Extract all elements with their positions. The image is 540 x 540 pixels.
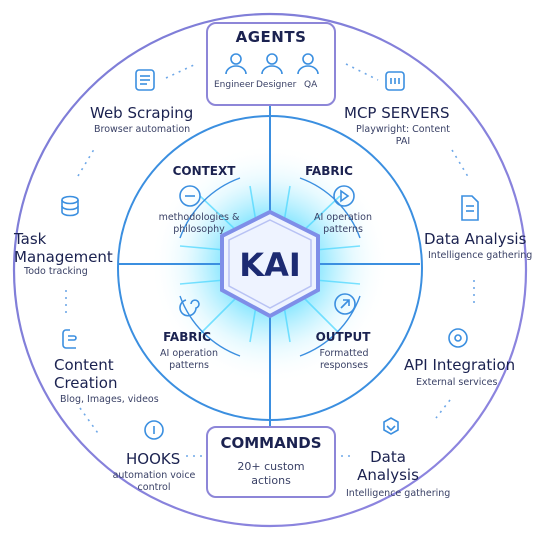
document-icon bbox=[461, 195, 479, 221]
fabric-top-title: FABRIC bbox=[305, 164, 353, 178]
content-creation-desc: Blog, Images, videos bbox=[60, 394, 159, 405]
spiral-icon bbox=[179, 299, 200, 317]
output-title: OUTPUT bbox=[315, 330, 371, 344]
agents-box[interactable]: AGENTS Engineer Designer QA bbox=[206, 22, 336, 106]
commands-box[interactable]: COMMANDS 20+ custom actions bbox=[206, 426, 336, 498]
outer-ring bbox=[12, 12, 528, 528]
dotted-connectors bbox=[65, 63, 475, 457]
arc-top-left bbox=[179, 177, 241, 239]
context-title: CONTEXT bbox=[172, 164, 236, 178]
arc-bottom-right bbox=[299, 295, 361, 357]
agent-user-icon bbox=[225, 53, 247, 75]
database-icon bbox=[61, 195, 79, 217]
target-icon bbox=[448, 328, 468, 348]
fabric-bottom-title: FABRIC bbox=[163, 330, 211, 344]
arrow-out-icon bbox=[334, 293, 356, 315]
list-icon bbox=[135, 69, 155, 91]
output-desc: Formatted responses bbox=[319, 348, 369, 371]
role-qa: QA bbox=[304, 80, 318, 90]
mcp-servers-title: MCP SERVERS bbox=[344, 104, 450, 122]
arc-bottom-left bbox=[179, 295, 241, 357]
fabric-top-desc: AI operation patterns bbox=[314, 212, 372, 235]
task-management-desc: Todo tracking bbox=[24, 266, 88, 277]
minus-circle-icon bbox=[179, 185, 201, 207]
commands-desc: 20+ custom actions bbox=[237, 460, 305, 487]
info-icon bbox=[144, 420, 164, 440]
play-icon bbox=[333, 185, 355, 207]
agent-user-icon bbox=[261, 53, 283, 75]
mcp-servers-desc: Playwright: Content PAI bbox=[356, 124, 450, 147]
agents-title: AGENTS bbox=[235, 28, 307, 46]
fabric-bottom-desc: AI operation patterns bbox=[160, 348, 218, 371]
hooks-desc: automation voice control bbox=[112, 470, 196, 493]
task-management-title: Task Management bbox=[14, 230, 113, 266]
code-bracket-icon bbox=[385, 71, 405, 91]
data-analysis-bottom-title: Data Analysis bbox=[357, 448, 419, 484]
center-hexagon bbox=[220, 209, 320, 319]
agent-user-icon bbox=[297, 53, 319, 75]
api-integration-desc: External services bbox=[416, 377, 498, 388]
content-creation-title: Content Creation bbox=[54, 356, 118, 392]
chevron-down-icon bbox=[383, 417, 399, 435]
data-analysis-bottom-desc: Intelligence gathering bbox=[346, 488, 451, 499]
web-scraping-desc: Browser automation bbox=[94, 124, 191, 135]
agents-icons bbox=[225, 53, 319, 75]
hooks-title: HOOKS bbox=[126, 450, 181, 468]
data-analysis-right-title: Data Analysis bbox=[424, 230, 527, 248]
role-engineer: Engineer bbox=[214, 80, 255, 90]
content-bracket-icon bbox=[62, 329, 77, 349]
arc-top-right bbox=[299, 177, 361, 239]
context-desc: methodologies & philosophy bbox=[158, 212, 240, 235]
role-designer: Designer bbox=[256, 80, 297, 90]
glow-rays bbox=[179, 185, 361, 343]
data-analysis-right-desc: Intelligence gathering bbox=[428, 250, 533, 261]
web-scraping-title: Web Scraping bbox=[90, 104, 194, 122]
api-integration-title: API Integration bbox=[404, 356, 516, 374]
kai-label: KAI bbox=[239, 246, 301, 284]
commands-title: COMMANDS bbox=[220, 434, 322, 452]
